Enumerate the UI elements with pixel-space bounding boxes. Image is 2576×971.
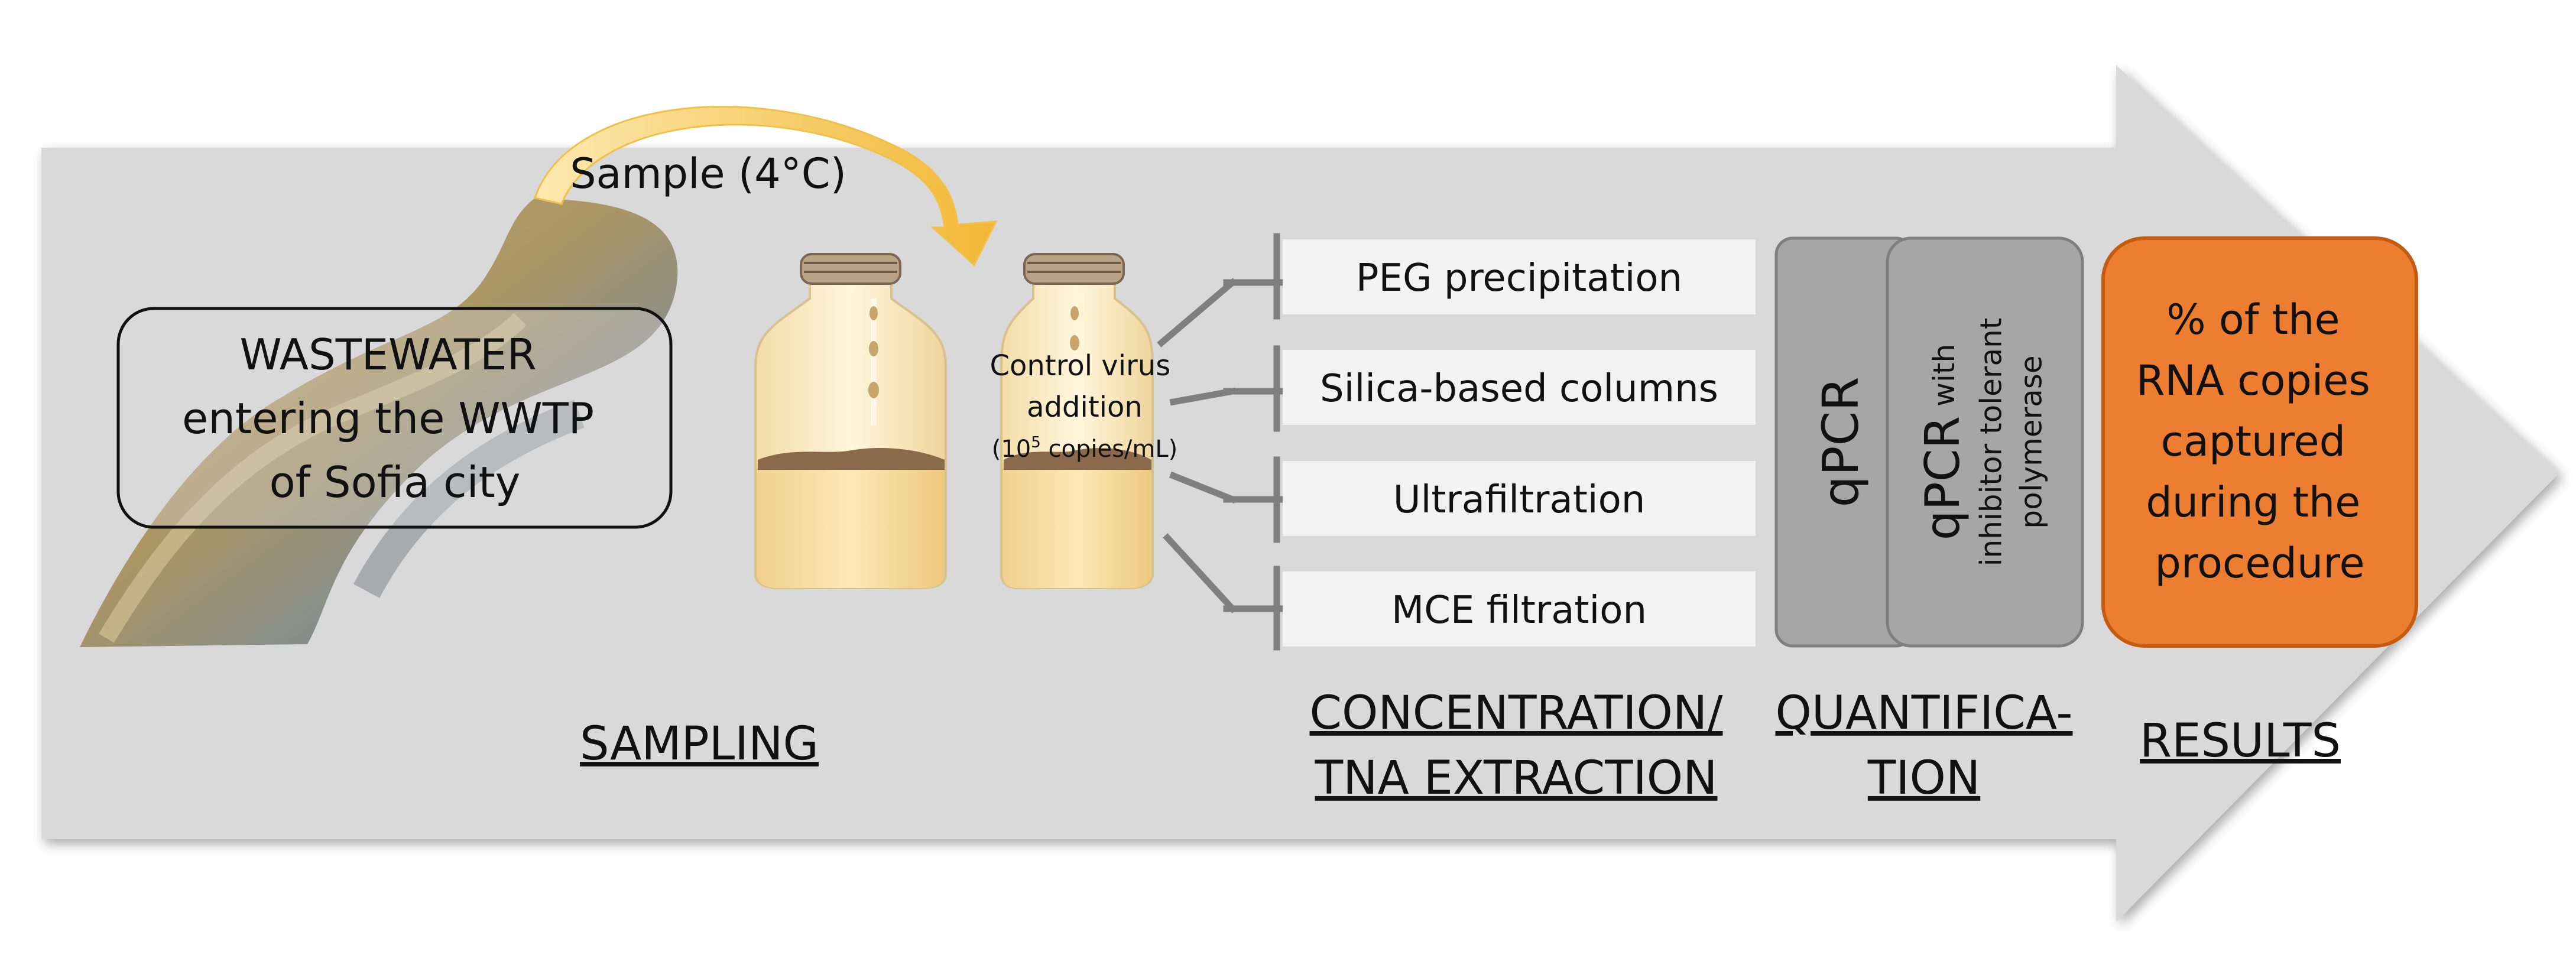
control-virus-label: Control virus addition xyxy=(990,349,1180,424)
method-label-silica: Silica-based columns xyxy=(1320,367,1718,411)
results-line3: captured xyxy=(2161,417,2345,466)
wastewater-box xyxy=(116,307,673,529)
control-virus-line2: addition xyxy=(1027,391,1143,424)
wastewater-line1: WASTEWATER xyxy=(240,330,537,379)
control-virus-line1: Control virus xyxy=(990,349,1171,382)
stream-shadow xyxy=(353,400,585,598)
results-text: % of the RNA copies captured during the … xyxy=(2136,295,2383,587)
method-box-ultrafiltration xyxy=(1283,461,1756,536)
control-virus-line3: (105 copies/mL) xyxy=(992,434,1178,463)
results-box xyxy=(2101,236,2418,648)
method-boxes: PEG precipitation Silica-based columns U… xyxy=(1283,239,1756,647)
stream-highlight xyxy=(99,313,527,643)
qpcr-tolerant-main: qPCR xyxy=(1915,416,1970,540)
stage-results: RESULTS xyxy=(2140,715,2341,768)
method-label-peg: PEG precipitation xyxy=(1356,256,1682,300)
results-line1: % of the xyxy=(2166,295,2340,344)
qpcr-tolerant-label: qPCR with inhibitor tolerant polymerase xyxy=(1915,318,2049,567)
results-line5: procedure xyxy=(2155,539,2364,587)
results-line4: during the xyxy=(2146,478,2360,527)
control-virus-prefix: (10 xyxy=(992,436,1031,463)
method-box-peg xyxy=(1283,239,1756,314)
sample-label: Sample (4°C) xyxy=(570,150,846,198)
qpcr-tolerant-box xyxy=(1886,236,2084,648)
qpcr-tolerant-with: with xyxy=(1927,344,1961,416)
method-box-mce xyxy=(1283,571,1756,647)
control-virus-suffix: copies/mL) xyxy=(1041,436,1177,463)
method-label-mce: MCE filtration xyxy=(1391,589,1647,632)
qpcr-tolerant-line2: inhibitor tolerant xyxy=(1974,318,2009,567)
wastewater-line2: entering the WWTP xyxy=(182,394,594,443)
qpcr-tolerant-line1: qPCR with xyxy=(1915,344,1970,540)
sample-curve-arrow xyxy=(534,106,998,267)
stage-concentration-line2: TNA EXTRACTION xyxy=(1314,752,1717,805)
qpcr-label: qPCR xyxy=(1812,377,1870,508)
method-box-silica xyxy=(1283,350,1756,425)
qpcr-tolerant-line3: polymerase xyxy=(2014,355,2049,528)
bottle-1 xyxy=(754,253,947,589)
wastewater-stream xyxy=(80,198,678,647)
bottle-2 xyxy=(1000,253,1154,589)
wastewater-text: WASTEWATER entering the WWTP of Sofia ci… xyxy=(182,330,608,507)
control-virus-sup: 5 xyxy=(1031,434,1041,452)
stage-quantification-line2: TION xyxy=(1867,752,1980,805)
method-label-ultrafiltration: Ultrafiltration xyxy=(1393,478,1646,522)
stage-sampling: SAMPLING xyxy=(580,717,819,771)
connector-fan xyxy=(1157,233,1283,651)
results-line2: RNA copies xyxy=(2136,356,2370,405)
stage-concentration-line1: CONCENTRATION/ xyxy=(1310,687,1724,740)
stage-quantification-line1: QUANTIFICA- xyxy=(1776,687,2073,740)
wastewater-line3: of Sofia city xyxy=(270,457,521,507)
